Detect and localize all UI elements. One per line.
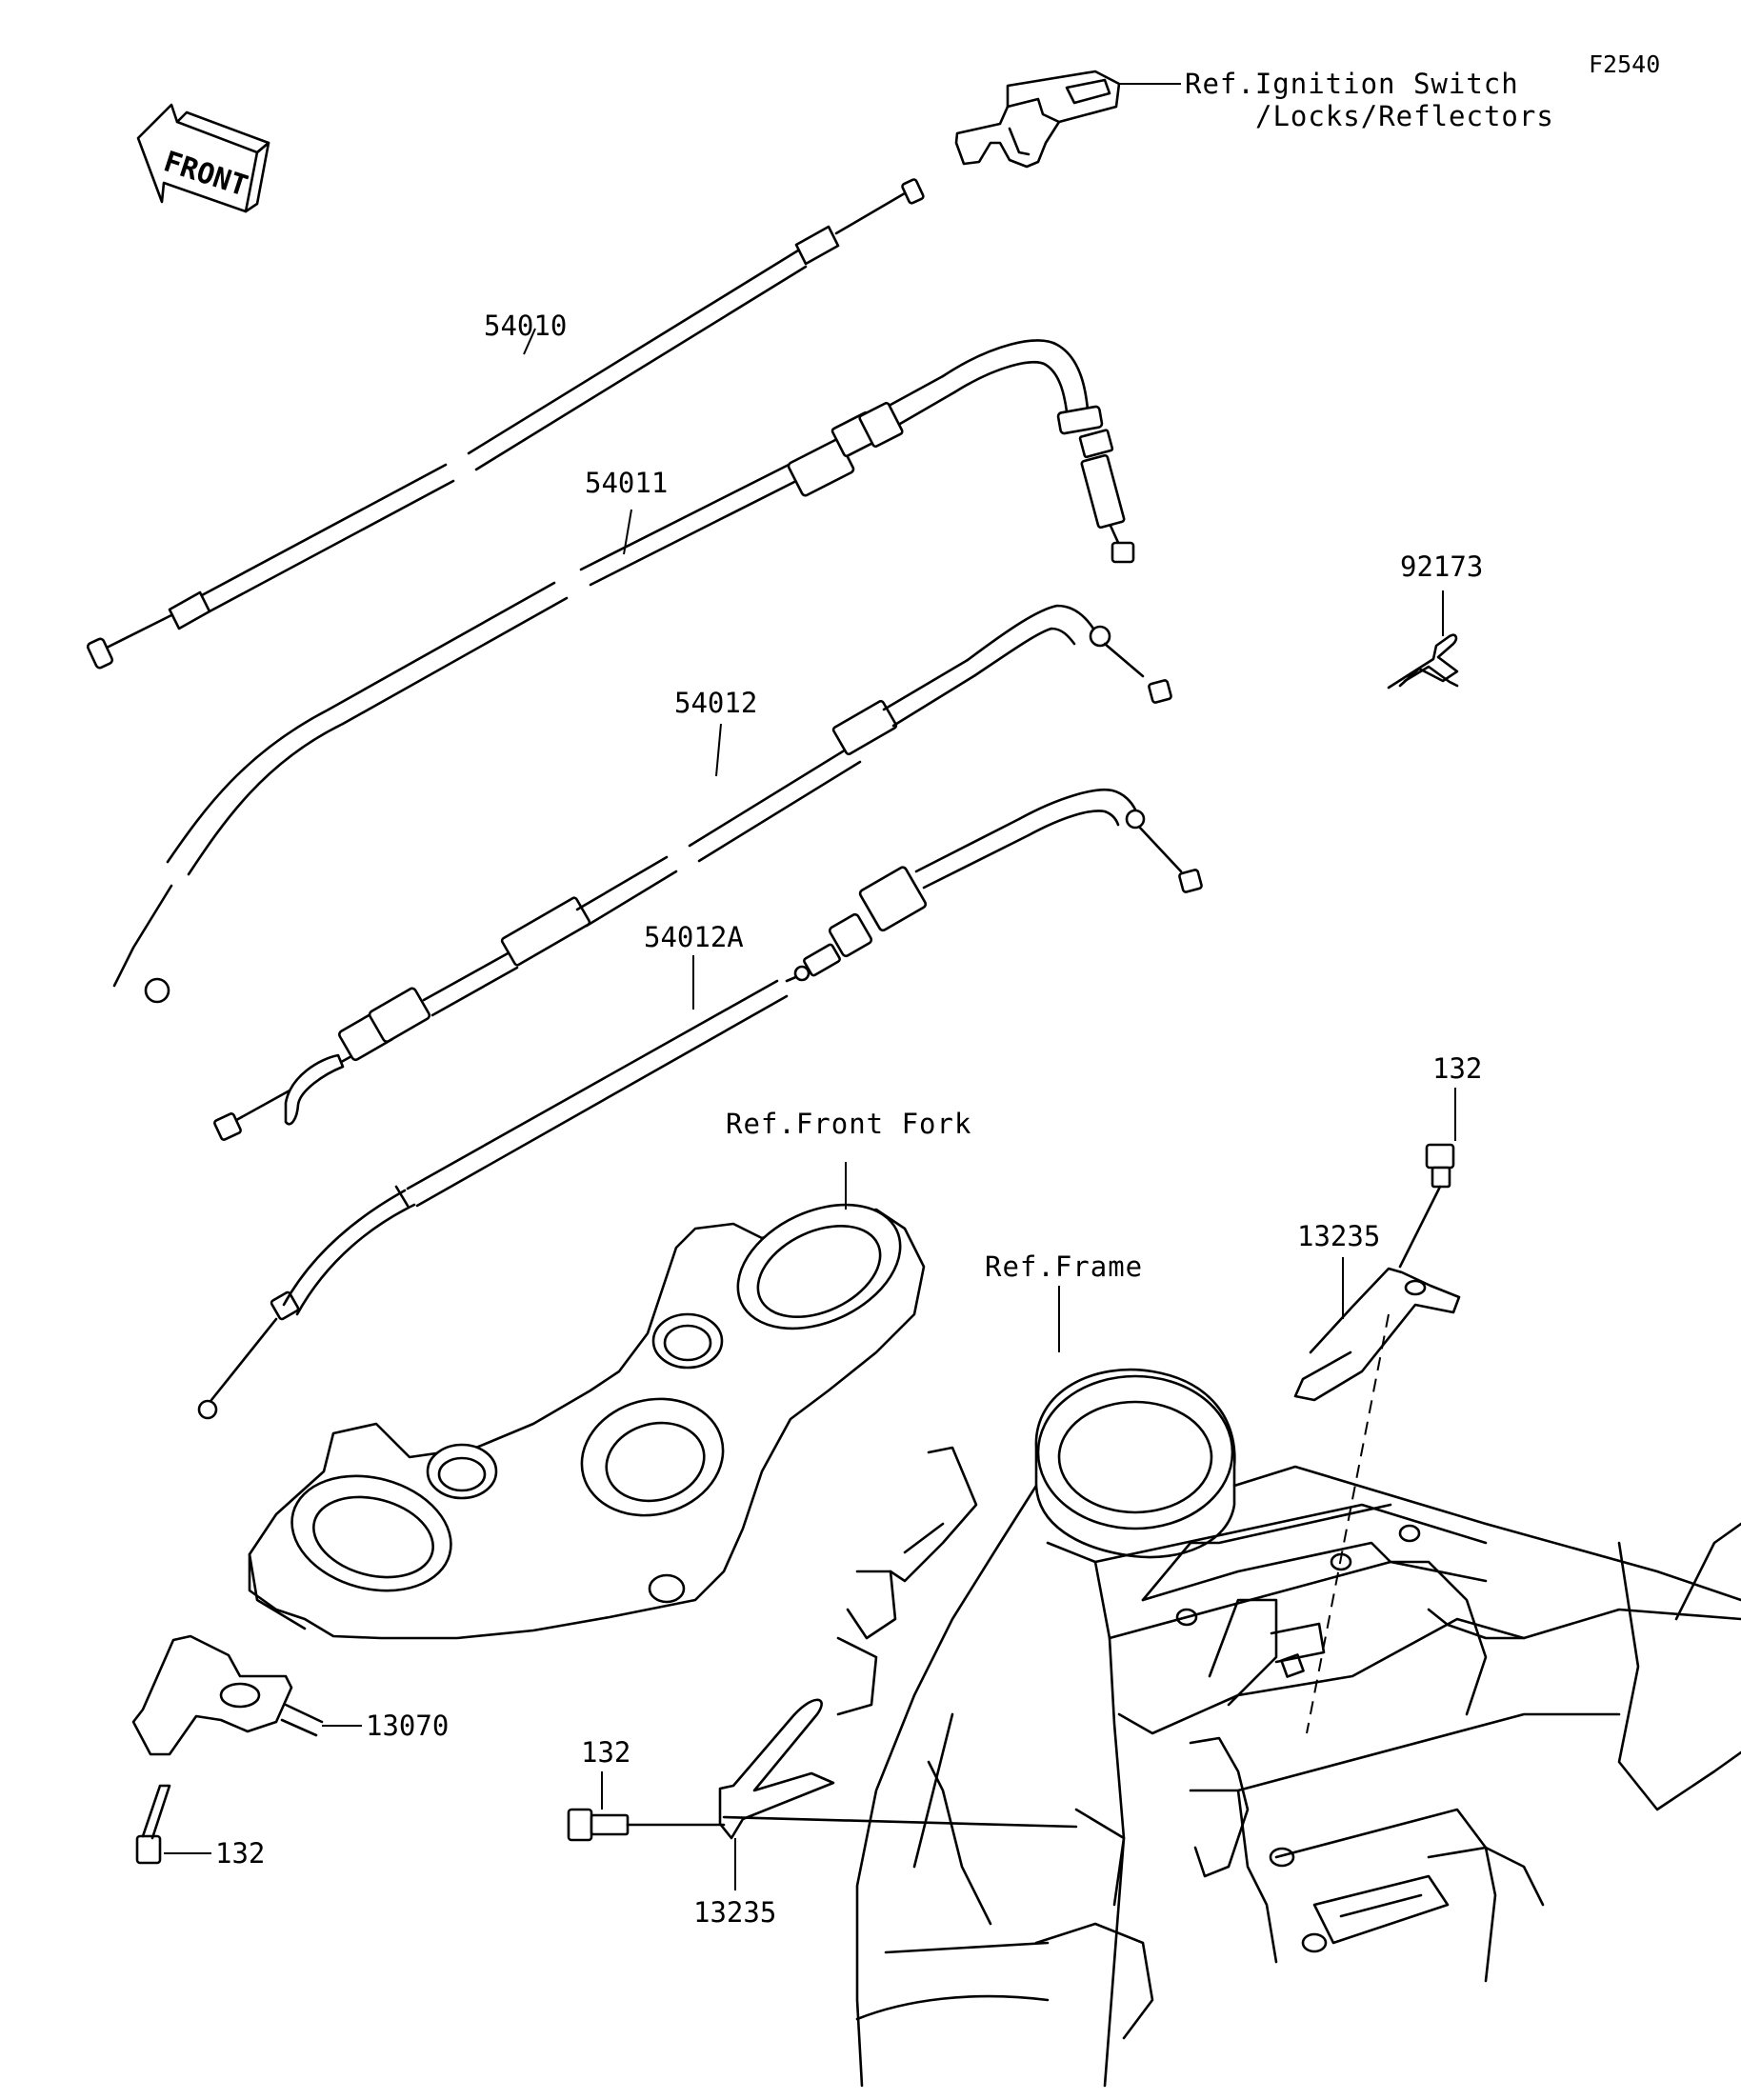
bolt-132-mid: [567, 1771, 726, 1842]
ref-frame: Ref.Frame: [985, 1250, 1143, 1283]
label-132-left: 132: [215, 1837, 265, 1870]
ignition-bracket-drawing: [954, 70, 1181, 169]
ref-ignition-line2: /Locks/Reflectors: [1255, 100, 1554, 132]
front-fork-clamp-drawing: [248, 1162, 926, 1640]
label-13235-right: 13235: [1297, 1220, 1380, 1252]
bolt-132-left: [135, 1784, 211, 1865]
leader-54012: [715, 723, 722, 777]
bracket-13070-drawing: [131, 1634, 362, 1756]
label-132-mid: 132: [581, 1736, 630, 1769]
cable-54010: [86, 178, 925, 670]
figure-code: F2540: [1589, 50, 1660, 78]
front-arrow-icon: FRONT: [136, 103, 270, 213]
frame-drawing: [836, 1286, 1741, 2088]
label-13070: 13070: [366, 1710, 449, 1742]
label-54012: 54012: [674, 687, 757, 719]
label-54011: 54011: [585, 467, 668, 499]
cable-54011: [112, 339, 1135, 1004]
label-54010: 54010: [484, 310, 567, 342]
ref-ignition-line1: Ref.Ignition Switch: [1185, 68, 1519, 100]
label-13235-bottom: 13235: [693, 1896, 776, 1929]
label-54012A: 54012A: [644, 921, 744, 953]
label-132-top: 132: [1432, 1052, 1482, 1085]
leader-54011: [623, 509, 632, 555]
bolt-132-top: [1398, 1088, 1456, 1269]
cable-54012A: [197, 789, 1203, 1420]
bracket-13235-right: [1293, 1257, 1461, 1402]
leader-54010: [523, 328, 536, 355]
label-92173: 92173: [1400, 550, 1483, 583]
clip-92173-drawing: [1387, 633, 1459, 690]
cable-54012: [213, 604, 1172, 1141]
ref-front-fork: Ref.Front Fork: [726, 1108, 971, 1140]
alignment-dashed-line: [1306, 1313, 1390, 1734]
bracket-13235-bottom: [718, 1698, 1078, 1890]
